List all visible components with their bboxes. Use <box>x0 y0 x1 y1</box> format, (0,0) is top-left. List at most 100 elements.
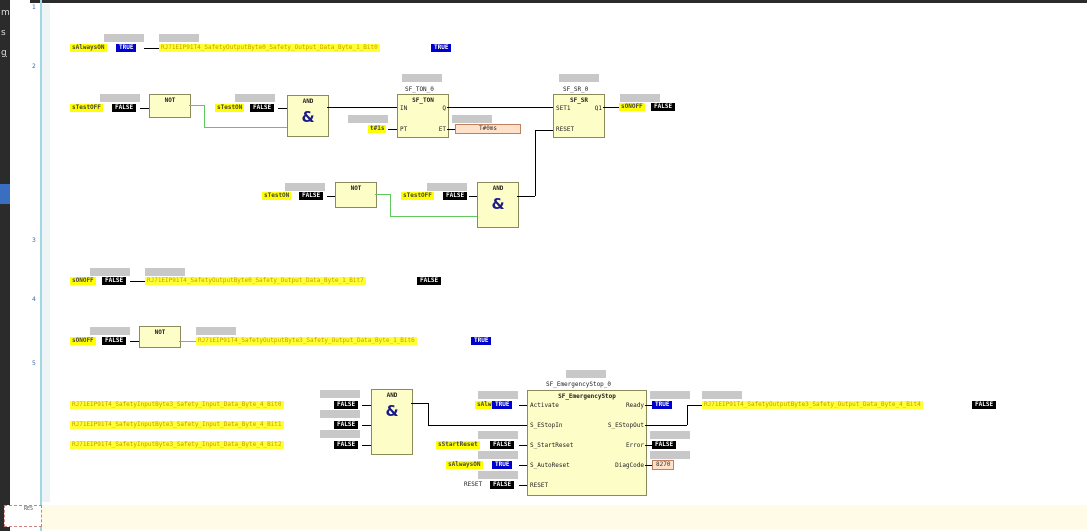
ton-instance-name[interactable]: SF_TON_0 <box>405 86 434 93</box>
gutter-line <box>40 0 42 531</box>
output-var-s-on-off[interactable]: sONOFF <box>619 103 645 111</box>
input-var-s-always-on[interactable]: sAlwaysON <box>70 44 107 52</box>
value-false: FALSE <box>334 401 359 409</box>
network-number[interactable]: 3 <box>32 237 36 244</box>
comment-placeholder <box>159 34 199 42</box>
block-title: NOT <box>154 329 166 336</box>
sr-instance-name[interactable]: SF_SR_0 <box>563 86 589 93</box>
value-false: FALSE <box>102 277 127 285</box>
value-true: TRUE <box>652 401 673 409</box>
value-false: FALSE <box>112 104 137 112</box>
selection-marker[interactable]: RES <box>4 505 42 527</box>
and-block[interactable]: AND & <box>287 95 329 137</box>
input-var-s-start-reset[interactable]: sStartReset <box>436 441 480 449</box>
comment-placeholder <box>196 327 236 335</box>
wire <box>179 341 196 342</box>
network-number[interactable]: 1 <box>32 4 36 11</box>
estop-instance-name[interactable]: SF_EmergencyStop_0 <box>546 381 612 388</box>
wire <box>428 403 429 425</box>
network-4-shade <box>42 298 50 360</box>
input-var-s-always-on[interactable]: sAlwaysON <box>446 461 483 469</box>
value-false: FALSE <box>417 277 442 285</box>
wire <box>388 129 397 130</box>
sidebar-fragment: s <box>1 28 6 38</box>
wire <box>519 405 527 406</box>
block-title: AND <box>492 185 504 192</box>
comment-placeholder <box>566 370 606 378</box>
value-false: FALSE <box>299 192 324 200</box>
block-title: NOT <box>164 97 176 104</box>
comment-placeholder <box>320 410 360 418</box>
empty-network-row[interactable] <box>42 505 1087 529</box>
and-block[interactable]: AND & <box>477 182 519 228</box>
output-var-out-bit0[interactable]: RJ71EIP91T4_SafetyOutputByte0_Safety_Out… <box>159 44 380 52</box>
wire <box>645 445 652 446</box>
block-title: NOT <box>350 185 362 192</box>
input-var-s-test-off[interactable]: sTestOFF <box>70 104 103 112</box>
sf-emergencystop-block[interactable]: SF_EmergencyStop Activate Ready S_EStopI… <box>527 390 647 496</box>
output-var-out3-bit4[interactable]: RJ71EIP91T4_SafetyOutputByte3_Safety_Out… <box>702 401 923 409</box>
comment-placeholder <box>702 391 742 399</box>
comment-placeholder <box>427 183 467 191</box>
network-number[interactable]: 2 <box>32 63 36 70</box>
network-number[interactable]: 5 <box>32 360 36 367</box>
wire <box>447 129 455 130</box>
comment-placeholder <box>348 115 388 123</box>
input-var-reset[interactable]: RESET <box>464 481 483 488</box>
comment-placeholder <box>320 390 360 398</box>
wire <box>144 48 159 49</box>
sidebar-fragment: m <box>1 8 10 18</box>
pin-pt: PT <box>400 126 408 133</box>
comment-placeholder <box>650 391 690 399</box>
input-var-s-test-off[interactable]: sTestOFF <box>401 192 434 200</box>
input-var-s-test-on[interactable]: sTestON <box>215 104 245 112</box>
value-true: TRUE <box>471 337 492 345</box>
network-number[interactable]: 4 <box>32 296 36 303</box>
block-title: SF_SR <box>569 97 589 104</box>
sf-sr-block[interactable]: SF_SR SET1 Q1 RESET <box>553 94 605 138</box>
value-false: FALSE <box>490 481 515 489</box>
comment-placeholder <box>402 74 442 82</box>
not-block[interactable]: NOT <box>139 326 181 348</box>
pt-constant[interactable]: t#1s <box>368 125 387 133</box>
comment-placeholder <box>90 327 130 335</box>
wire <box>140 108 149 109</box>
wire <box>645 405 652 406</box>
wire <box>362 405 371 406</box>
comment-placeholder <box>90 268 130 276</box>
input-var-in-bit0[interactable]: RJ71EIP91T4_SafetyInputByte3_Safety_Inpu… <box>70 401 284 409</box>
wire <box>390 216 477 217</box>
pin-q1: Q1 <box>594 105 602 112</box>
pin-startreset: S_StartReset <box>530 442 574 449</box>
comment-placeholder <box>478 391 518 399</box>
input-var-s-on-off[interactable]: sONOFF <box>70 337 96 345</box>
network-3-shade <box>42 240 50 298</box>
comment-placeholder <box>145 268 185 276</box>
value-false: FALSE <box>652 441 677 449</box>
sidebar-fragment[interactable]: g <box>1 48 7 58</box>
wire <box>687 405 688 425</box>
input-var-in-bit1[interactable]: RJ71EIP91T4_SafetyInputByte3_Safety_Inpu… <box>70 421 284 429</box>
sf-ton-block[interactable]: SF_TON IN Q PT ET <box>397 94 449 138</box>
selection-marker-text: RES <box>24 506 34 512</box>
output-var-out3-bit6[interactable]: RJ71EIP91T4_SafetyOutputByte3_Safety_Out… <box>196 337 417 345</box>
wire <box>204 127 287 128</box>
output-var-out-bit7[interactable]: RJ71EIP91T4_SafetyOutputByte0_Safety_Out… <box>145 277 366 285</box>
wire <box>645 425 687 426</box>
wire <box>645 465 652 466</box>
input-var-in-bit2[interactable]: RJ71EIP91T4_SafetyInputByte3_Safety_Inpu… <box>70 441 284 449</box>
input-var-s-on-off[interactable]: sONOFF <box>70 277 96 285</box>
comment-placeholder <box>235 94 275 102</box>
not-block[interactable]: NOT <box>335 182 377 208</box>
sidebar-selected-item[interactable] <box>0 184 10 204</box>
value-false: FALSE <box>334 421 359 429</box>
comment-placeholder <box>650 431 690 439</box>
not-block[interactable]: NOT <box>149 94 191 118</box>
wire <box>411 403 428 404</box>
pin-diagcode: DiagCode <box>615 462 644 469</box>
input-var-s-test-on[interactable]: sTestON <box>262 192 292 200</box>
and-block[interactable]: AND & <box>371 389 413 455</box>
network-1-shade <box>42 4 50 62</box>
wire <box>390 194 391 216</box>
comment-placeholder <box>104 34 144 42</box>
